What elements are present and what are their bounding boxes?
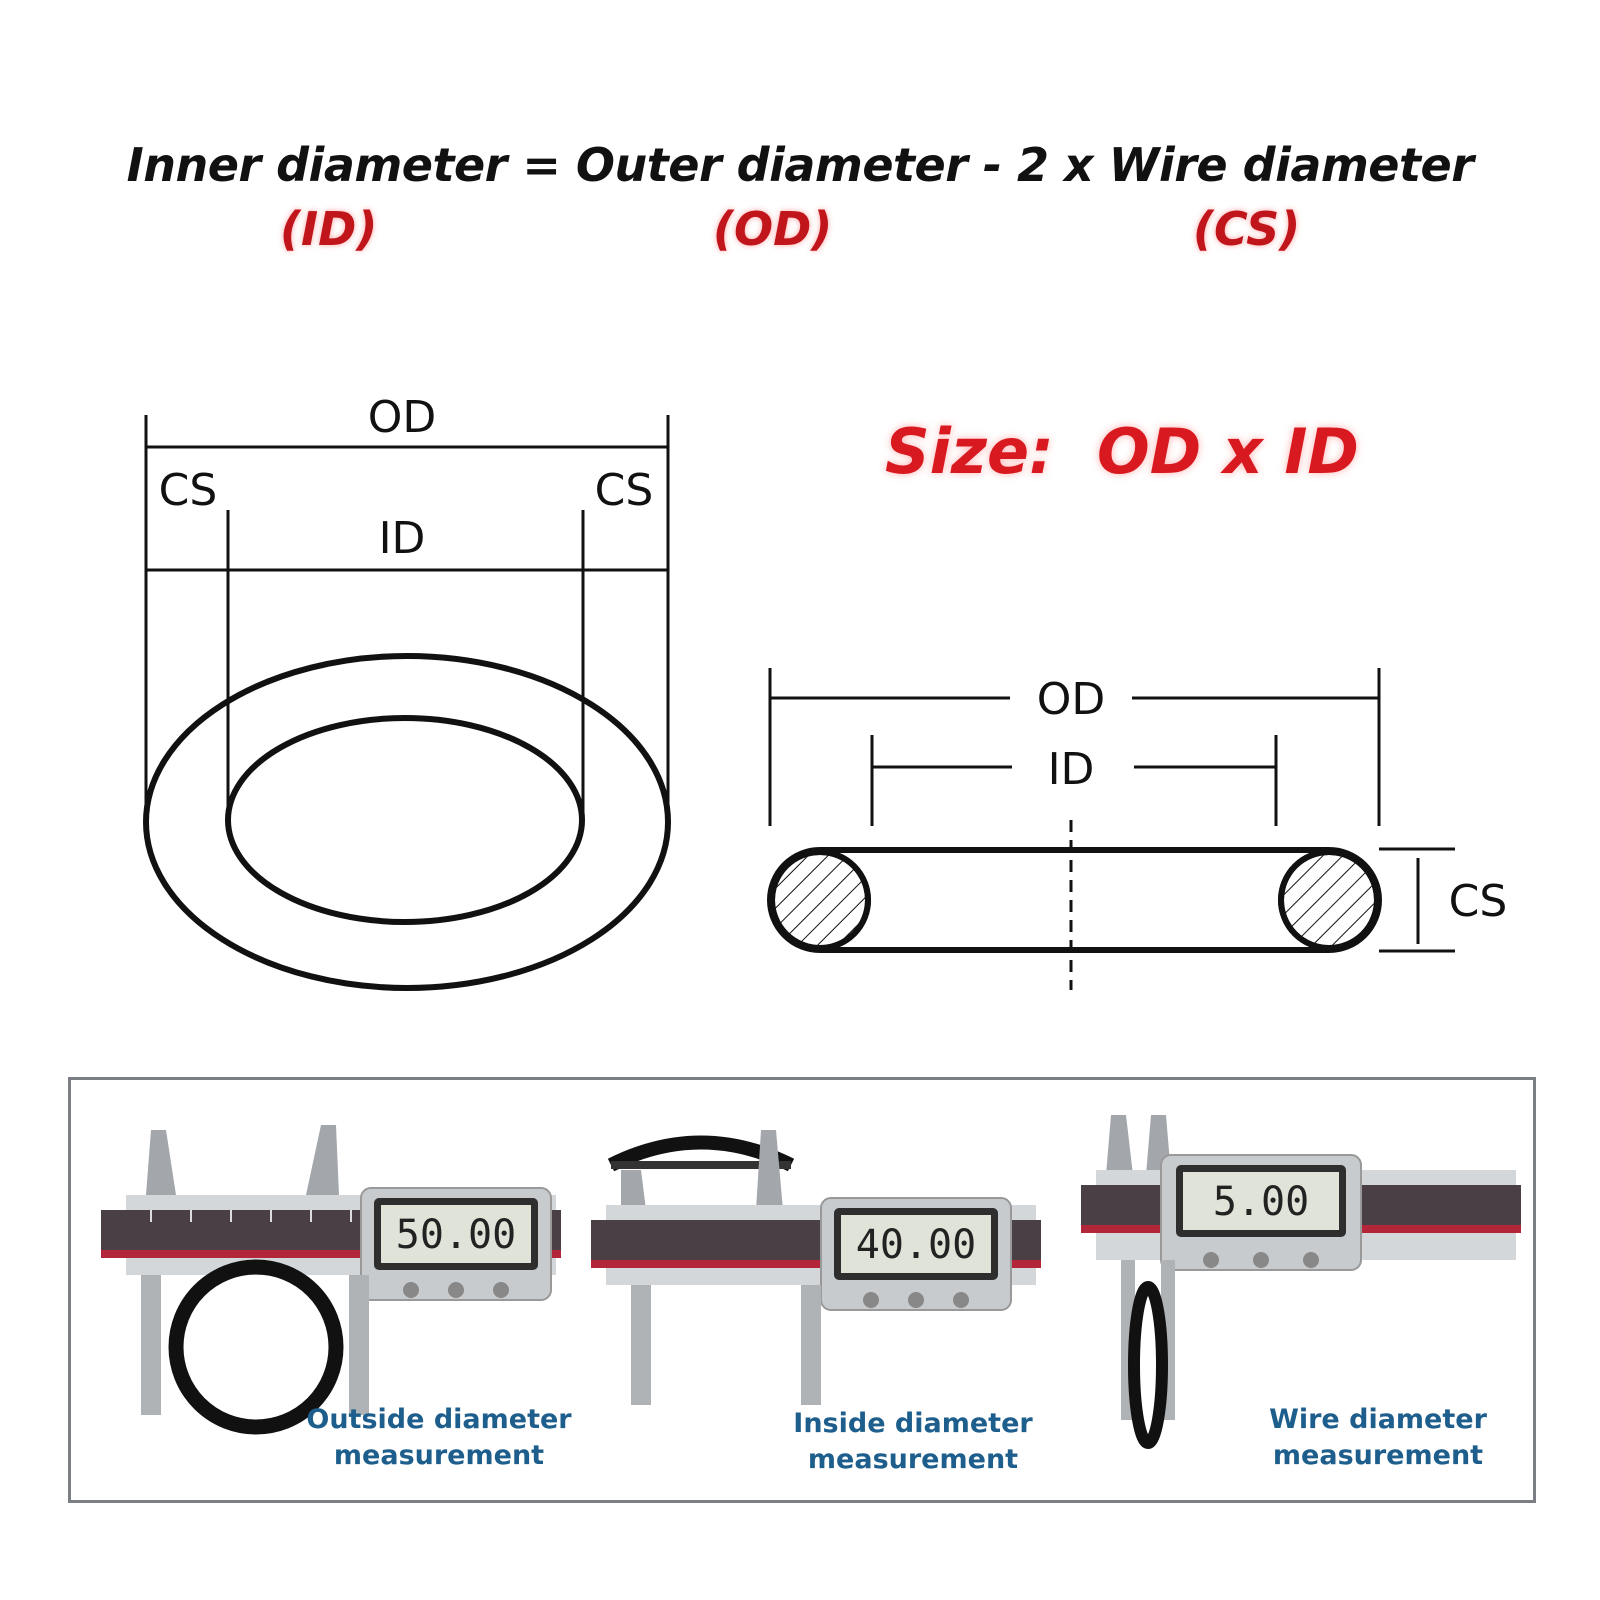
lcd-reading: 40.00 (856, 1222, 976, 1268)
beam-red-stripe (101, 1250, 561, 1258)
size-heading: Size: OD x ID (885, 415, 1359, 488)
lcd-reading: 50.00 (396, 1212, 516, 1258)
caption-inside-line1: Inside diameter (793, 1408, 1033, 1439)
front-view-diagram: OD ID CS CS (143, 392, 671, 991)
button-icon (863, 1292, 879, 1308)
caliper-photo-wire: 5.00 (1081, 1115, 1521, 1449)
button-icon (908, 1292, 924, 1308)
lower-jaw-moving (349, 1275, 369, 1415)
button-icon (1253, 1252, 1269, 1268)
beam-red-stripe (591, 1260, 1041, 1268)
label-od: OD (368, 392, 437, 443)
button-icon (953, 1292, 969, 1308)
right-section-hatched (1278, 849, 1380, 951)
caption-outside-line1: Outside diameter (306, 1404, 572, 1435)
upper-jaw-moving (306, 1125, 339, 1195)
abbr-cs: (CS) (1193, 202, 1301, 256)
side-label-od: OD (1037, 674, 1106, 725)
button-icon (1203, 1252, 1219, 1268)
formula-text: Inner diameter = Outer diameter - 2 x Wi… (126, 138, 1474, 192)
o-ring-photo (168, 1259, 344, 1435)
caption-wire-line1: Wire diameter (1269, 1404, 1487, 1435)
caption-outside-line2: measurement (333, 1440, 545, 1471)
lower-jaw-moving (801, 1285, 821, 1405)
upper-jaw-moving (756, 1130, 783, 1210)
caption-inside: Inside diameter measurement (773, 1406, 1053, 1478)
side-label-id: ID (1048, 744, 1095, 795)
label-cs-left: CS (159, 465, 218, 516)
button-icon (493, 1282, 509, 1298)
label-cs-right: CS (595, 465, 654, 516)
abbr-od: (OD) (713, 202, 833, 256)
caption-wire: Wire diameter measurement (1243, 1402, 1513, 1474)
button-icon (448, 1282, 464, 1298)
label-id: ID (379, 513, 426, 564)
button-icon (1303, 1252, 1319, 1268)
lower-jaw-fixed (141, 1275, 161, 1415)
inner-ring-outline (225, 715, 585, 925)
caption-wire-line2: measurement (1272, 1440, 1484, 1471)
lcd-screen (841, 1215, 991, 1273)
upper-jaw-fixed (1106, 1115, 1133, 1175)
caption-outside: Outside diameter measurement (289, 1402, 589, 1474)
button-icon (403, 1282, 419, 1298)
left-section-hatched (769, 849, 871, 951)
scale-ticks (150, 1210, 352, 1222)
caption-inside-line2: measurement (807, 1444, 1019, 1475)
lcd-reading: 5.00 (1213, 1179, 1309, 1225)
upper-jaw-fixed (146, 1130, 176, 1195)
outer-ring-outline (143, 653, 671, 991)
caliper-photo-outside: 50.00 (101, 1125, 561, 1435)
side-label-cs: CS (1449, 876, 1508, 927)
lower-jaw-fixed (631, 1285, 651, 1405)
lcd-screen (381, 1205, 531, 1263)
o-ring-photo (1128, 1281, 1168, 1449)
measurement-panel: 50.00 40.00 5.00 (68, 1077, 1536, 1503)
side-view-diagram: OD ID CS (767, 668, 1508, 990)
lcd-screen (1183, 1172, 1339, 1230)
upper-jaw-fixed (621, 1170, 646, 1210)
caliper-photo-inside: 40.00 (591, 1130, 1041, 1405)
abbr-id: (ID) (280, 202, 378, 256)
